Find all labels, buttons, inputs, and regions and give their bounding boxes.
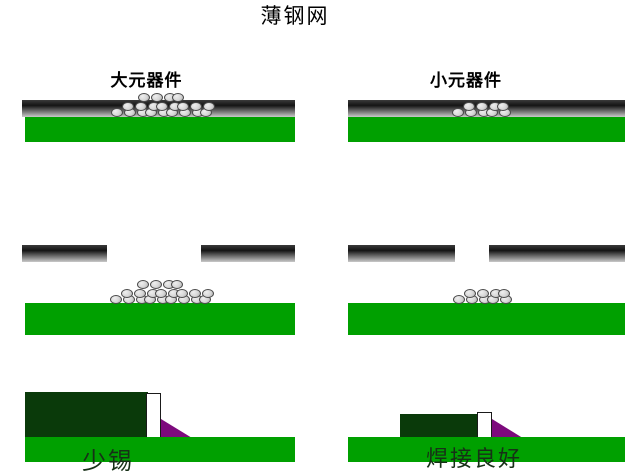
caption-insufficient-solder: 少锡 (82, 449, 134, 475)
solder-ball (188, 289, 201, 298)
column-header-small-component: 小元器件 (430, 71, 502, 90)
small-component-termination-cap (477, 412, 492, 440)
solder-ball (172, 93, 184, 102)
pcb-small-step2 (348, 303, 625, 335)
pcb-small-step3 (348, 437, 625, 462)
solder-ball (171, 280, 183, 289)
small-component-body (400, 414, 480, 437)
solder-ball (137, 280, 149, 289)
pcb-large-step1 (25, 117, 295, 142)
solder-ball (496, 102, 509, 111)
solder-fillet-small (492, 419, 526, 440)
solder-ball (175, 289, 188, 298)
solder-ball (463, 289, 476, 298)
solder-fillet-large (161, 419, 197, 441)
solder-ball (138, 93, 150, 102)
solder-ball (109, 295, 122, 304)
solder-ball (134, 102, 147, 111)
stencil-lifted-small-left-segment (348, 245, 455, 262)
solder-ball (201, 289, 214, 298)
solder-ball (155, 102, 168, 111)
solder-ball (451, 108, 464, 117)
caption-good-soldering: 焊接良好 (426, 446, 523, 471)
solder-ball (150, 280, 162, 289)
solder-ball (476, 289, 489, 298)
stencil-lifted-large-left-segment (22, 245, 107, 262)
solder-ball (452, 295, 465, 304)
diagram-title: 薄钢网 (260, 4, 330, 28)
solder-ball (497, 289, 510, 298)
solder-ball (189, 102, 202, 111)
pcb-large-step2 (25, 303, 295, 335)
solder-ball (133, 289, 146, 298)
solder-ball (120, 289, 133, 298)
large-component-body (25, 392, 148, 437)
column-header-large-component: 大元器件 (110, 71, 183, 90)
solder-ball (202, 102, 215, 111)
pcb-large-step3 (25, 437, 295, 462)
solder-ball (110, 108, 123, 117)
solder-ball (151, 93, 163, 102)
stencil-lifted-large-right-segment (201, 245, 295, 262)
solder-ball (176, 102, 189, 111)
solder-ball (154, 289, 167, 298)
large-component-termination-cap (146, 393, 161, 441)
solder-ball (462, 102, 475, 111)
stencil-lifted-small-right-segment (489, 245, 625, 262)
solder-ball (121, 102, 134, 111)
pcb-small-step1 (348, 117, 625, 142)
solder-ball (475, 102, 488, 111)
